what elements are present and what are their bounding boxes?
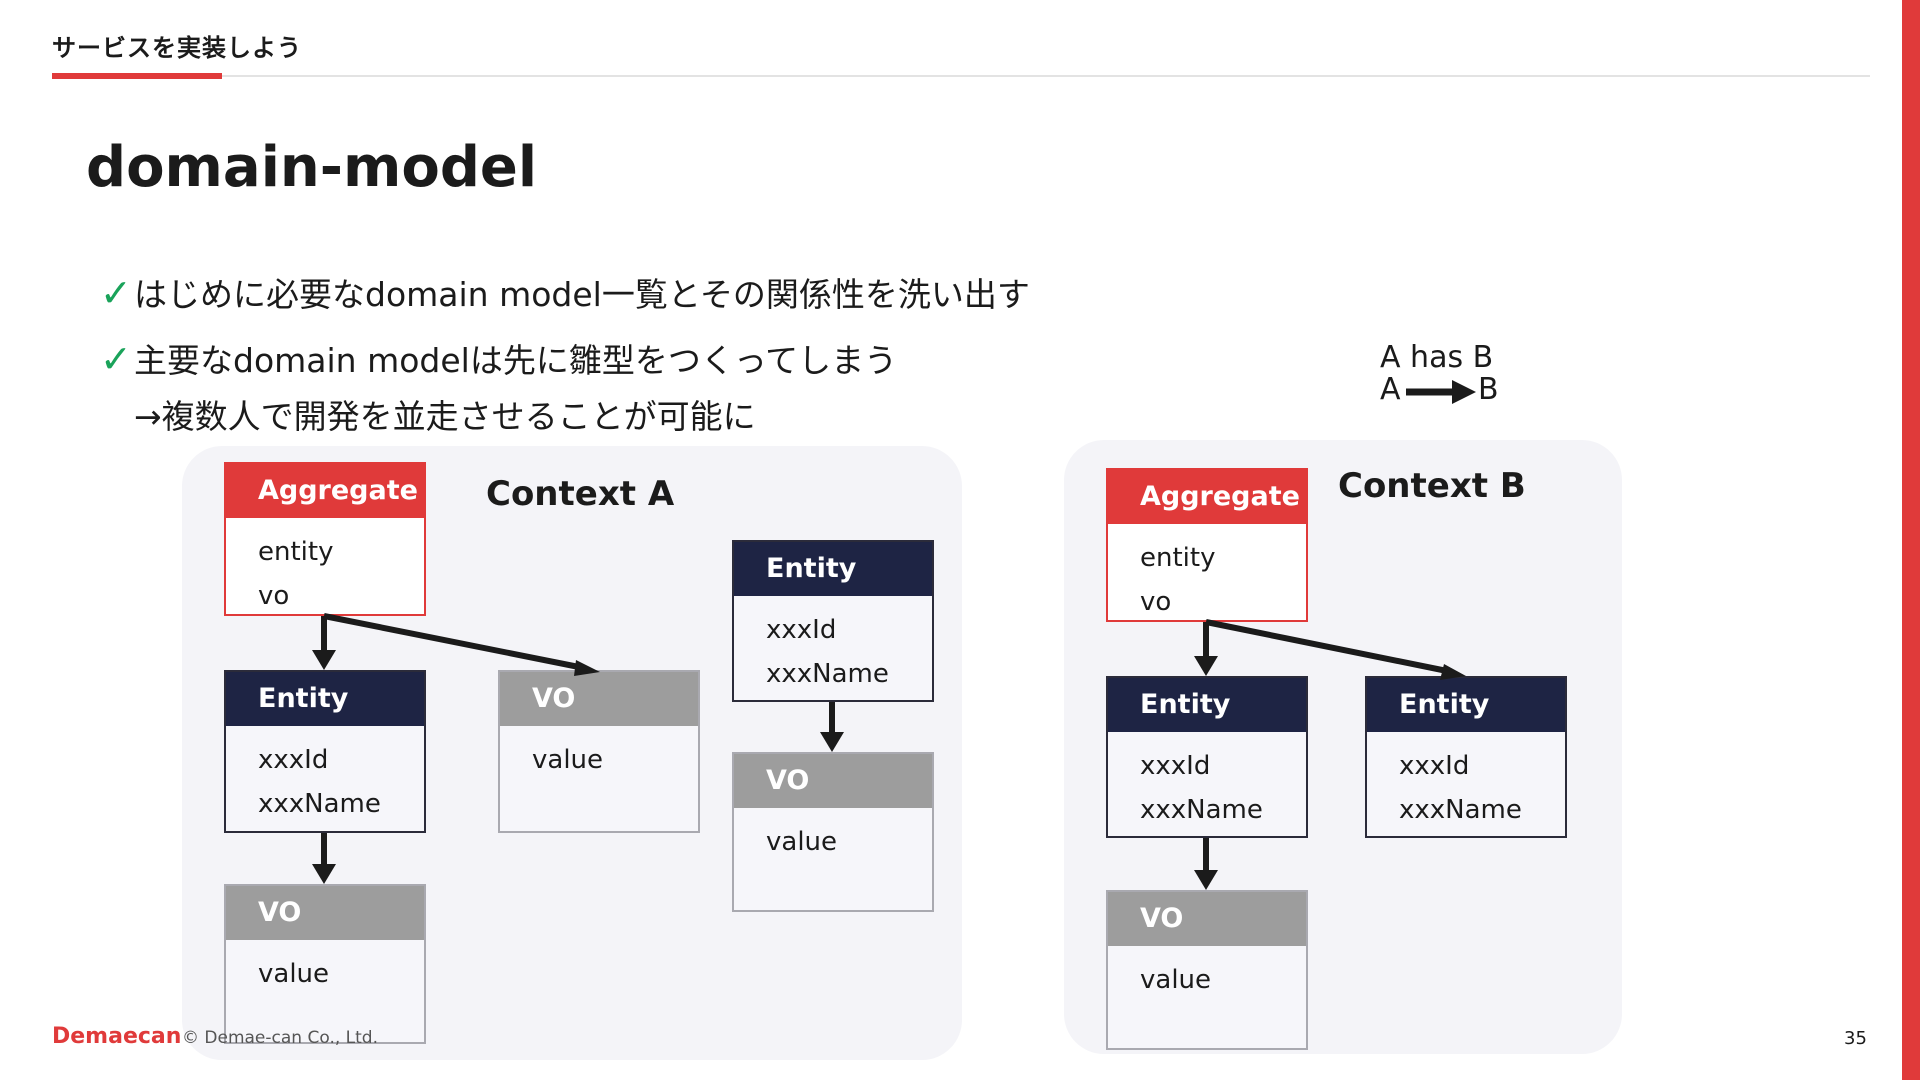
context-a-vo-right: VO value bbox=[732, 752, 934, 912]
entity-header: Entity bbox=[226, 672, 424, 726]
entity-header: Entity bbox=[1108, 678, 1306, 732]
side-accent-bar bbox=[1902, 0, 1920, 1080]
bullet-2-text: 主要なdomain modelは先に雛型をつくってしまう bbox=[134, 341, 898, 380]
vo-field: value bbox=[258, 959, 330, 989]
sub-bullet: →複数人で開発を並走させることが可能に bbox=[134, 397, 756, 436]
entity-field: xxxId bbox=[1140, 751, 1211, 781]
check-icon: ✓ bbox=[100, 271, 132, 315]
arrow-a-entity-to-vo-head bbox=[312, 864, 336, 884]
entity-field: xxxName bbox=[258, 789, 381, 819]
entity-field: xxxId bbox=[1399, 751, 1470, 781]
aggregate-field: entity bbox=[1140, 543, 1216, 573]
vo-field: value bbox=[1140, 965, 1212, 995]
aggregate-header: Aggregate bbox=[226, 464, 424, 518]
vo-header: VO bbox=[734, 754, 932, 808]
arrow-a-agg-to-vo bbox=[323, 613, 585, 671]
context-b-entity-left: Entity xxxId xxxName bbox=[1106, 676, 1308, 838]
brand-logo: Demaecan bbox=[52, 1024, 182, 1049]
entity-field: xxxName bbox=[766, 659, 889, 689]
vo-header: VO bbox=[226, 886, 424, 940]
header-accent-bar bbox=[52, 73, 222, 79]
arrow-b-agg-to-entity-right bbox=[1205, 619, 1453, 675]
check-icon: ✓ bbox=[100, 337, 132, 381]
context-a-entity-right: Entity xxxId xxxName bbox=[732, 540, 934, 702]
entity-field: xxxName bbox=[1399, 795, 1522, 825]
bullet-1: ✓はじめに必要なdomain model一覧とその関係性を洗い出す bbox=[100, 268, 1030, 316]
aggregate-header: Aggregate bbox=[1108, 470, 1306, 524]
legend-caption: A has B bbox=[1380, 340, 1494, 375]
section-label: サービスを実装しよう bbox=[52, 34, 302, 62]
page-number: 35 bbox=[1844, 1028, 1867, 1049]
page-title: domain-model bbox=[86, 135, 538, 200]
arrow-b-agg-to-entity-head bbox=[1194, 656, 1218, 676]
entity-field: xxxId bbox=[766, 615, 837, 645]
vo-field: value bbox=[766, 827, 838, 857]
bullet-2: ✓主要なdomain modelは先に雛型をつくってしまう bbox=[100, 334, 897, 382]
arrow-a-entity-right-to-vo-head bbox=[820, 732, 844, 752]
vo-field: value bbox=[532, 745, 604, 775]
aggregate-field: vo bbox=[258, 581, 290, 611]
arrow-b-agg-to-entity-right-head bbox=[1440, 664, 1466, 680]
context-b-aggregate: Aggregate entity vo bbox=[1106, 468, 1308, 622]
entity-field: xxxId bbox=[258, 745, 329, 775]
vo-header: VO bbox=[500, 672, 698, 726]
context-b-entity-right: Entity xxxId xxxName bbox=[1365, 676, 1567, 838]
context-a-vo-left: VO value bbox=[224, 884, 426, 1044]
context-b-vo-left: VO value bbox=[1106, 890, 1308, 1050]
copyright: © Demae-can Co., Ltd. bbox=[182, 1028, 378, 1048]
arrow-b-entity-to-vo-head bbox=[1194, 870, 1218, 890]
entity-header: Entity bbox=[1367, 678, 1565, 732]
vo-header: VO bbox=[1108, 892, 1306, 946]
legend-from: A bbox=[1380, 372, 1401, 407]
arrow-a-agg-to-vo-head bbox=[574, 660, 600, 676]
legend-arrow-head bbox=[1452, 380, 1476, 404]
context-a-entity-left: Entity xxxId xxxName bbox=[224, 670, 426, 833]
context-a-aggregate: Aggregate entity vo bbox=[224, 462, 426, 616]
entity-field: xxxName bbox=[1140, 795, 1263, 825]
bullet-1-text: はじめに必要なdomain model一覧とその関係性を洗い出す bbox=[134, 275, 1030, 314]
entity-header: Entity bbox=[734, 542, 932, 596]
header-divider bbox=[52, 75, 1870, 77]
aggregate-field: vo bbox=[1140, 587, 1172, 617]
aggregate-field: entity bbox=[258, 537, 334, 567]
legend-to: B bbox=[1478, 372, 1499, 407]
context-a-title: Context A bbox=[486, 474, 675, 514]
context-b-title: Context B bbox=[1338, 466, 1526, 506]
arrow-a-agg-to-entity-head bbox=[312, 650, 336, 670]
context-a-vo-mid: VO value bbox=[498, 670, 700, 833]
